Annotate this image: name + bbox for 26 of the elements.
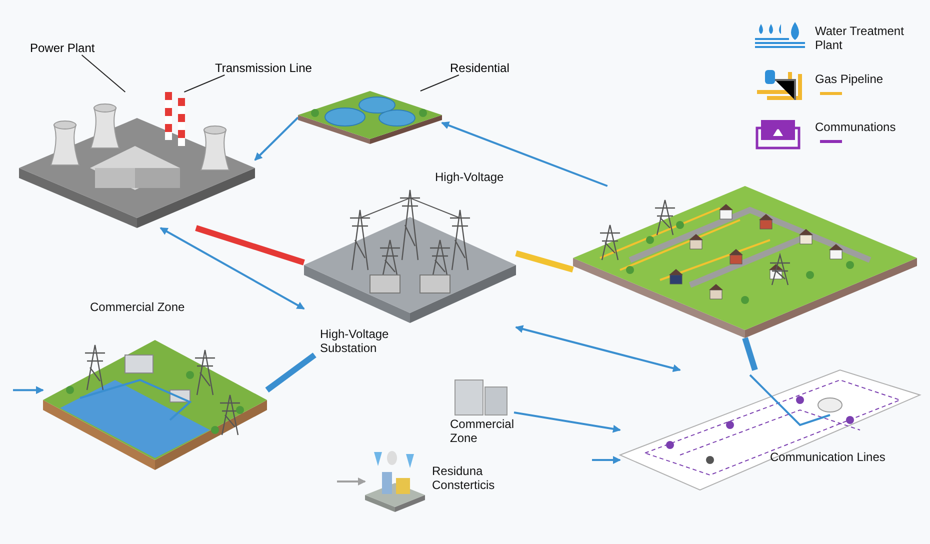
arrow: [441, 122, 608, 187]
callout-label: Power Plant: [30, 38, 140, 58]
area-label: Commercial Zone: [450, 417, 516, 445]
area-label: High-Voltage: [435, 170, 505, 184]
callout-label: Transmission Line: [215, 58, 365, 78]
area-label: Commercial Zone: [90, 300, 186, 314]
double-arrow: [515, 325, 681, 372]
area-label: Residuna Consterticis: [432, 464, 496, 492]
power-line: [742, 337, 758, 371]
arrow: [337, 478, 366, 486]
area-label: High-Voltage Substation: [320, 327, 390, 355]
arrow: [254, 116, 299, 161]
leader-line: [420, 74, 460, 92]
power-line: [195, 225, 305, 266]
power-line: [515, 250, 574, 272]
power-line: [265, 352, 316, 393]
area-label: Communication Lines: [770, 450, 886, 464]
leader-line: [81, 54, 126, 92]
arrow: [592, 456, 621, 464]
legend-label: Communations: [815, 120, 897, 134]
legend-label: Gas Pipeline: [815, 72, 884, 86]
double-arrow: [160, 227, 305, 310]
legend-label: Water Treatment Plant: [815, 24, 905, 52]
callout-label: Residential: [450, 58, 550, 78]
arrow: [514, 412, 621, 433]
arrow: [13, 386, 44, 394]
